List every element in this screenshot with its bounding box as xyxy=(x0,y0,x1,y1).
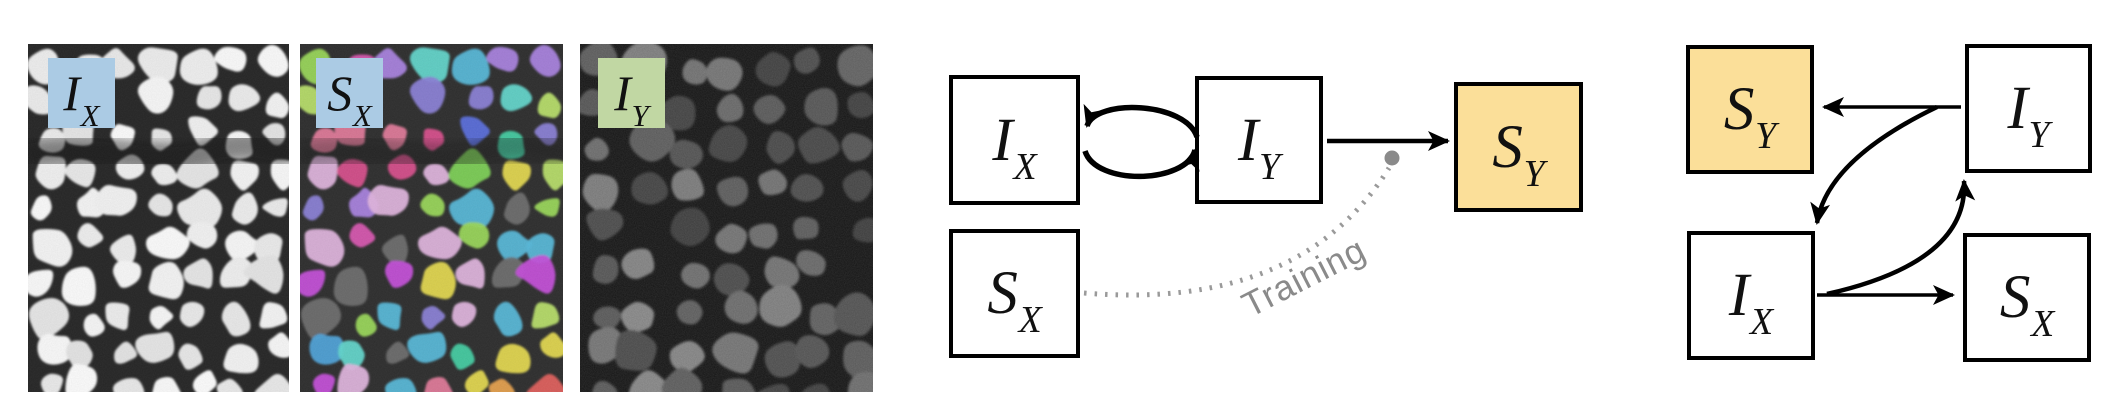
cycle-arrow-ix-to-iy xyxy=(1082,148,1200,180)
node-iy-right: IY xyxy=(1965,44,2092,173)
microscopy-image-iy xyxy=(580,44,873,392)
node-sx-middle: SX xyxy=(949,229,1080,358)
cycle-arrow-iy-to-ix xyxy=(1083,103,1200,139)
curve-ix-to-iy-right xyxy=(1826,179,1976,297)
curve-iy-to-ix-right xyxy=(1810,104,1938,225)
node-ix-middle: IX xyxy=(949,75,1080,205)
node-iy-middle-label: IY xyxy=(1237,106,1281,188)
panel-tag-ix: IX xyxy=(48,58,115,133)
node-sy-right-label: SY xyxy=(1723,76,1777,158)
panel-tag-iy-label: IY xyxy=(614,65,649,133)
microscopy-image-ix xyxy=(28,44,289,392)
node-ix-right-label: IX xyxy=(1728,262,1774,344)
node-sx-right: SX xyxy=(1963,233,2091,362)
node-iy-middle: IY xyxy=(1195,76,1323,204)
segmentation-image-sx xyxy=(300,44,563,392)
node-iy-right-label: IY xyxy=(2007,75,2050,157)
panel-source-segmentation: SX xyxy=(300,44,563,392)
node-sx-right-label: SX xyxy=(1999,264,2055,346)
training-endpoint-dot xyxy=(1384,150,1400,166)
panel-raw-target-image: IY xyxy=(580,44,873,392)
panel-tag-iy: IY xyxy=(598,58,665,133)
node-ix-middle-label: IX xyxy=(992,106,1037,188)
training-label: Training xyxy=(1236,230,1372,325)
node-ix-right: IX xyxy=(1687,231,1815,360)
node-sy-middle-label: SY xyxy=(1492,113,1545,195)
node-sx-middle-label: SX xyxy=(987,260,1042,342)
node-sy-middle: SY xyxy=(1454,82,1583,212)
node-sy-right: SY xyxy=(1686,45,1814,174)
panel-raw-source-image: IX xyxy=(28,44,289,392)
panel-tag-ix-label: IX xyxy=(63,65,100,133)
panel-tag-sx: SX xyxy=(316,58,383,133)
panel-tag-sx-label: SX xyxy=(327,65,372,133)
